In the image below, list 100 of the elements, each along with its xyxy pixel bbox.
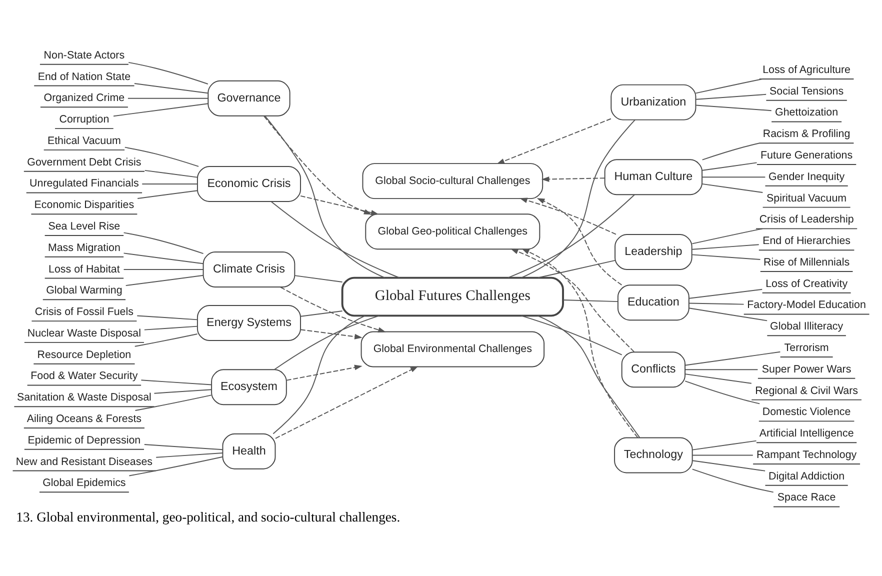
connector	[702, 162, 758, 171]
connector	[692, 254, 761, 260]
node-text: Space Race	[777, 492, 836, 504]
node-text: Sea Level Rise	[48, 220, 120, 232]
node-text: Crisis of Leadership	[759, 214, 854, 226]
connector	[123, 269, 204, 270]
connector	[562, 299, 618, 302]
connector	[137, 190, 198, 199]
connector	[696, 94, 767, 100]
connector	[688, 302, 744, 305]
connector	[684, 351, 781, 366]
arrow	[280, 286, 386, 332]
node-box: Energy Systems	[196, 305, 301, 341]
connector	[521, 120, 636, 278]
node-text: Economic Disparities	[34, 199, 134, 212]
connector	[696, 104, 772, 112]
connector	[134, 83, 208, 94]
node-text: Ethical Vacuum	[47, 134, 121, 147]
connector	[300, 310, 343, 317]
connector	[684, 374, 752, 384]
node-text: Spiritual Vacuum	[766, 192, 847, 204]
node-text: Regional & Civil Wars	[755, 384, 858, 397]
arrow	[264, 116, 372, 215]
node-text: Epidemic of Depression	[28, 434, 141, 446]
node-text: Ailing Oceans & Forests	[26, 412, 142, 425]
node-box: Leadership	[614, 234, 692, 270]
connector	[270, 201, 400, 278]
node-text: New and Resistant Diseases	[16, 456, 153, 468]
node-box: Technology	[614, 437, 693, 474]
node-text: Food & Water Security	[30, 370, 138, 382]
connector	[156, 452, 223, 458]
connector	[144, 444, 224, 450]
node-box: Global Socio-cultural Challenges	[362, 163, 544, 200]
connector	[127, 98, 209, 99]
node-text: Government Debt Crisis	[27, 156, 142, 168]
node-text: Factory-Model Education	[747, 299, 866, 312]
connector	[684, 369, 758, 370]
connector	[688, 308, 768, 322]
node-text: Social Tensions	[770, 85, 844, 98]
connector	[128, 62, 208, 84]
connector	[702, 183, 764, 193]
connector	[124, 146, 200, 167]
node-text: Resource Depletion	[37, 348, 132, 361]
node-text: Loss of Agriculture	[762, 64, 851, 76]
node-box: Ecosystem	[211, 369, 287, 406]
connector	[692, 460, 766, 472]
node-text: Mass Migration	[48, 242, 120, 254]
connector	[128, 456, 224, 476]
node-box: Economic Crisis	[196, 166, 301, 202]
node-box: Health	[222, 433, 276, 470]
connector	[125, 274, 204, 286]
node-box: Education	[617, 284, 690, 321]
node-text: Loss of Creativity	[766, 278, 848, 290]
connector	[123, 232, 204, 254]
node-text: Loss of Habitat	[48, 263, 120, 276]
node-text: Future Generations	[760, 150, 853, 162]
arrow	[496, 118, 612, 164]
node-box: Global Futures Challenges	[341, 276, 564, 317]
connector	[140, 380, 212, 386]
node-text: Global Illiteracy	[770, 320, 844, 333]
connector	[294, 275, 343, 282]
arrow	[300, 195, 379, 216]
node-text: Crisis of Fossil Fuels	[34, 306, 134, 318]
node-text: Digital Addiction	[768, 470, 845, 482]
node-text: Non-State Actors	[44, 49, 125, 62]
connector	[142, 183, 198, 184]
caption: 13. Global environmental, geo-political, and socio-cultural challenges.	[16, 510, 400, 525]
node-text: Domestic Violence	[762, 406, 851, 418]
node-text: Super Power Wars	[762, 363, 852, 376]
node-text: Global Warming	[46, 284, 122, 297]
node-text: Corruption	[59, 114, 110, 126]
arrow	[286, 364, 362, 381]
arrow	[510, 248, 635, 352]
connector	[684, 380, 760, 404]
connector	[136, 315, 198, 320]
connector	[692, 244, 760, 250]
node-text: Organized Crime	[44, 92, 125, 104]
connector	[702, 142, 760, 160]
node-box: Global Geo-political Challenges	[365, 214, 540, 250]
connector	[144, 326, 198, 330]
node-text: Rise of Millennials	[763, 256, 850, 268]
connector	[692, 468, 774, 493]
connector	[144, 170, 198, 178]
node-text: Terrorism	[784, 342, 829, 354]
node-box: Conflicts	[621, 352, 686, 388]
node-text: Sanitation & Waste Disposal	[16, 392, 152, 404]
connector	[688, 288, 763, 299]
connector	[537, 315, 640, 438]
connector	[134, 394, 212, 411]
connector	[134, 334, 198, 347]
arrow	[536, 198, 622, 286]
node-box: Urbanization	[610, 84, 696, 120]
node-text: End of Nation State	[38, 70, 131, 83]
node-box: Human Culture	[604, 159, 703, 196]
arrow	[300, 329, 362, 340]
node-text: Global Epidemics	[42, 477, 126, 490]
arrow	[275, 366, 418, 439]
connector	[113, 103, 209, 117]
node-text: Artificial Intelligence	[759, 428, 854, 440]
node-text: Rampant Technology	[756, 448, 857, 461]
